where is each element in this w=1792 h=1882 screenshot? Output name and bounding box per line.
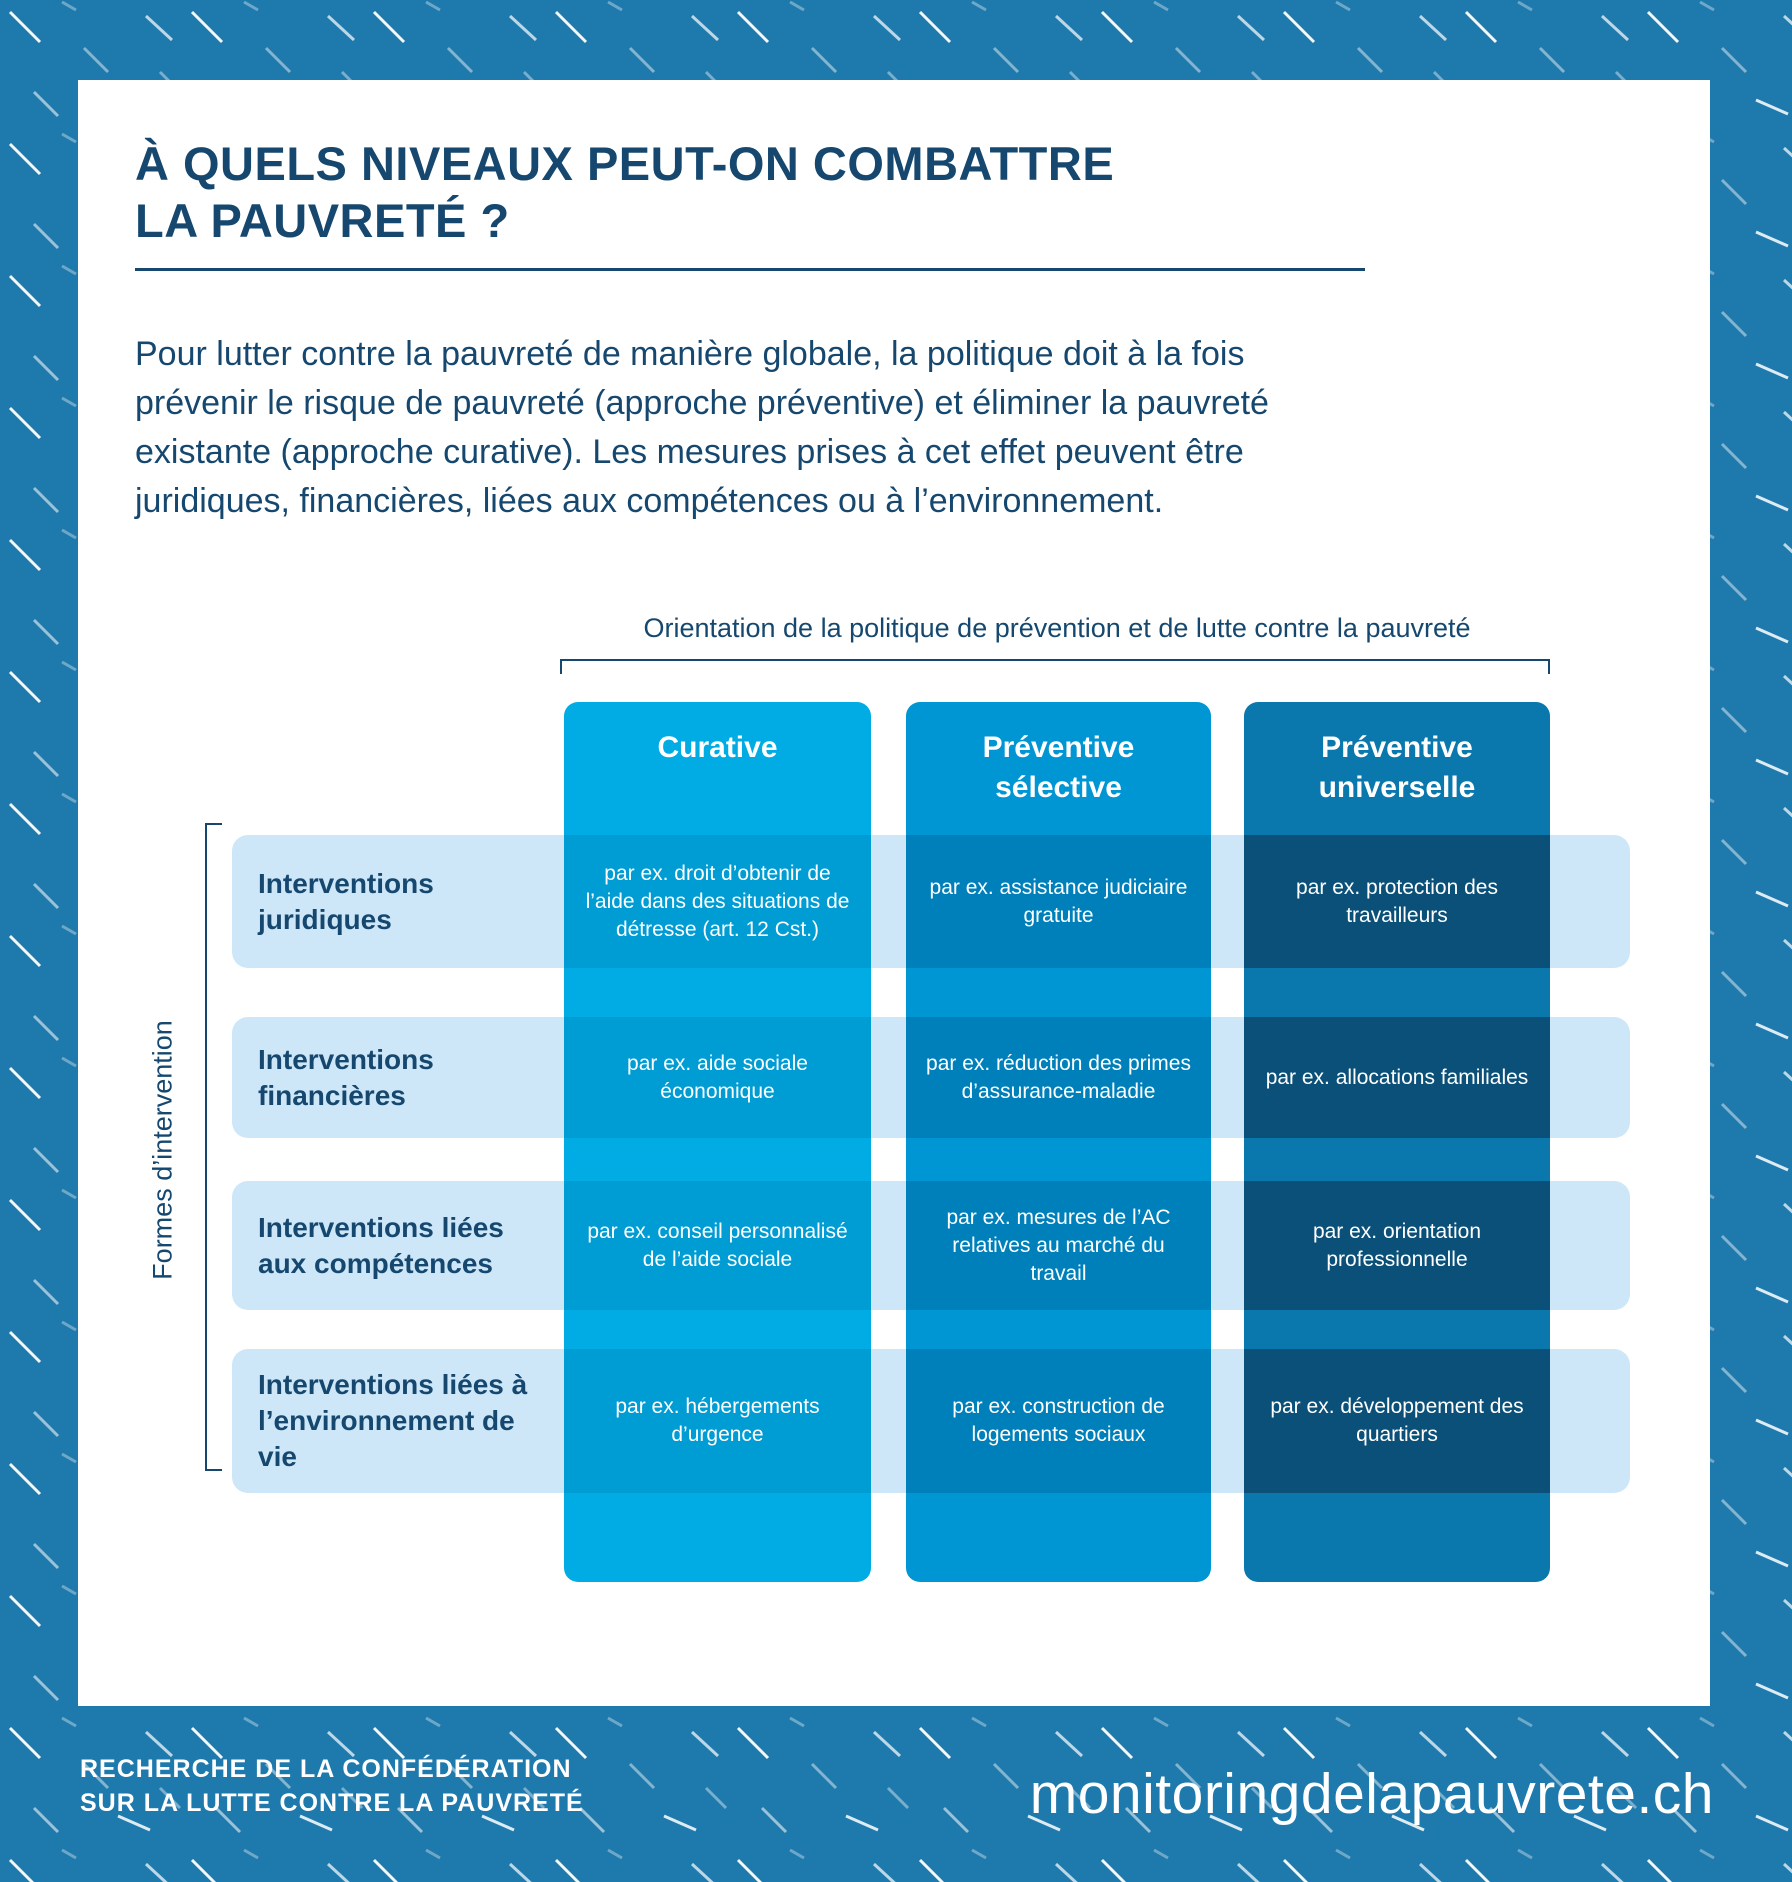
matrix-cell-environnement-universelle: par ex. développement des quartiers [1244, 1349, 1550, 1493]
matrix-cell-environnement-curative: par ex. hébergements d’urgence [564, 1349, 871, 1493]
matrix-cell-juridiques-universelle: par ex. protection des travailleurs [1244, 835, 1550, 968]
matrix-cell-competences-universelle: par ex. orientation professionnelle [1244, 1181, 1550, 1310]
row-label-competences: Interventions liées aux compétences [258, 1211, 504, 1279]
footer-website-link[interactable]: monitoringdelapauvrete.ch [1029, 1762, 1714, 1826]
row-label-juridiques: Interventions juridiques [258, 867, 434, 935]
row-label-financieres: Interventions financières [258, 1043, 434, 1111]
matrix-cell-juridiques-curative: par ex. droit d’obtenir de l’aide dans d… [564, 835, 871, 968]
page-title-line2: LA PAUVRETÉ ? [135, 194, 510, 248]
column-header-curative: Curative [657, 731, 778, 764]
matrix-cell-competences-curative: par ex. conseil personnalisé de l’aide s… [564, 1181, 871, 1310]
column-axis-label: Orientation de la politique de préventio… [643, 613, 1471, 643]
matrix-cell-financieres-universelle: par ex. allocations familiales [1244, 1017, 1550, 1138]
column-header-preventive-universelle: Préventive universelle [1318, 731, 1476, 804]
column-group-bracket [560, 659, 1550, 674]
matrix-cell-financieres-curative: par ex. aide sociale économique [564, 1017, 871, 1138]
matrix-cell-financieres-selective: par ex. réduction des primes d’assurance… [906, 1017, 1211, 1138]
page-title: À QUELS NIVEAUX PEUT-ON COMBATTRE LA PAU… [135, 135, 1435, 249]
title-divider [135, 268, 1365, 271]
footer-credit: RECHERCHE DE LA CONFÉDÉRATION SUR LA LUT… [80, 1752, 584, 1820]
row-group-bracket [205, 823, 222, 1471]
matrix-cell-competences-selective: par ex. mesures de l’AC relatives au mar… [906, 1181, 1211, 1310]
matrix-cell-juridiques-selective: par ex. assistance judiciaire gratuite [906, 835, 1211, 968]
column-header-preventive-selective: Préventive sélective [982, 731, 1135, 804]
row-axis-label-text: Formes d’intervention [147, 1020, 178, 1280]
page-title-line1: À QUELS NIVEAUX PEUT-ON COMBATTRE [135, 137, 1115, 191]
footer-credit-line1: RECHERCHE DE LA CONFÉDÉRATION [80, 1755, 572, 1783]
matrix-cell-environnement-selective: par ex. construction de logements sociau… [906, 1349, 1211, 1493]
intro-paragraph: Pour lutter contre la pauvreté de manièr… [135, 335, 1269, 520]
row-label-environnement: Interventions liées à l’environnement de… [258, 1369, 528, 1472]
footer-credit-line2: SUR LA LUTTE CONTRE LA PAUVRETÉ [80, 1789, 584, 1817]
